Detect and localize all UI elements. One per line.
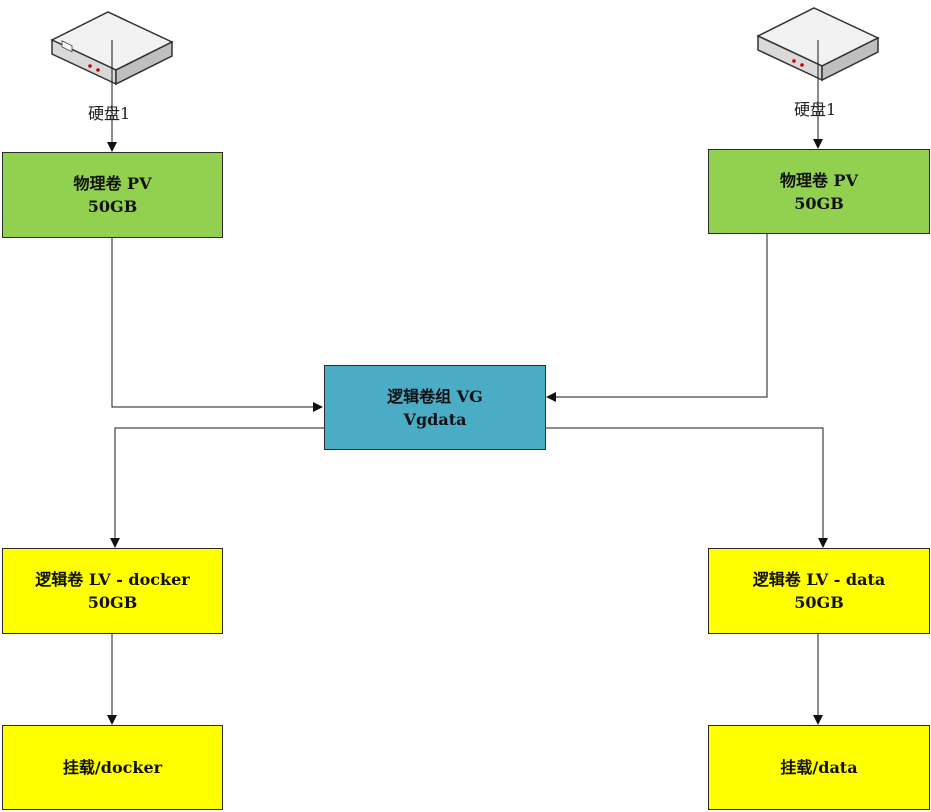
vg-name: Vgdata xyxy=(403,409,467,429)
lv-box-right: 逻辑卷 LV - data 50GB xyxy=(708,548,930,634)
disk-label-right: 硬盘1 xyxy=(794,100,837,119)
mount-box-right: 挂载/data xyxy=(708,725,930,810)
vg-box: 逻辑卷组 VG Vgdata xyxy=(324,365,546,450)
connector-vg-lv-left xyxy=(110,427,324,548)
hard-disk-icon xyxy=(756,7,880,82)
connector-vg-lv-right xyxy=(546,427,828,548)
lv-box-left: 逻辑卷 LV - docker 50GB xyxy=(2,548,223,634)
disk-label-left: 硬盘1 xyxy=(88,104,131,123)
pv-box-right: 物理卷 PV 50GB xyxy=(708,149,930,234)
mount-label: 挂载/docker xyxy=(62,758,163,777)
pv-size: 50GB xyxy=(87,197,138,216)
mount-label: 挂载/data xyxy=(780,758,858,777)
lv-title: 逻辑卷 LV - data xyxy=(752,570,886,589)
pv-size: 50GB xyxy=(794,193,844,213)
pv-title: 物理卷 PV xyxy=(779,170,859,190)
lv-size: 50GB xyxy=(87,593,138,612)
pv-box-left: 物理卷 PV 50GB xyxy=(2,152,223,238)
pv-title: 物理卷 PV xyxy=(73,174,152,193)
mount-box-left: 挂载/docker xyxy=(2,725,223,810)
lv-title: 逻辑卷 LV - docker xyxy=(35,570,190,589)
connector-pv-left-vg xyxy=(111,238,323,412)
connector-pv-right-vg xyxy=(546,234,768,402)
lv-size: 50GB xyxy=(794,593,844,612)
vg-title: 逻辑卷组 VG xyxy=(387,386,483,406)
